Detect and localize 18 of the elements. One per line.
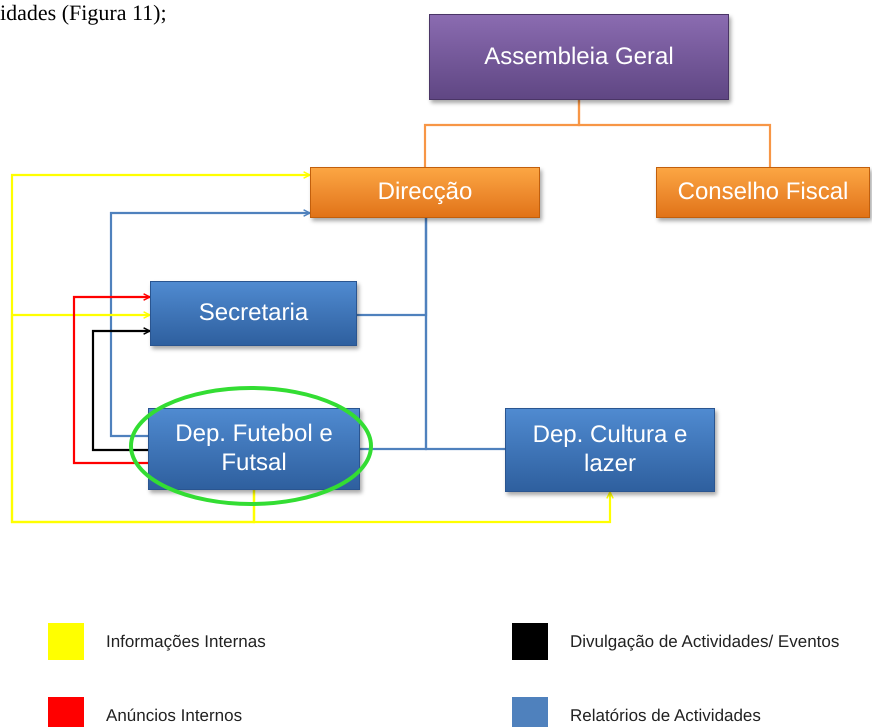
org-box: Conselho Fiscal: [656, 167, 870, 218]
arrow: [72, 293, 151, 464]
org-box: Assembleia Geral: [429, 14, 729, 100]
legend-text: Relatórios de Actividades: [570, 704, 761, 727]
caption-text: idades (Figura 11);: [0, 0, 167, 27]
org-box: Secretaria: [150, 281, 357, 346]
arrow: [10, 311, 256, 524]
legend-text: Divulgação de Actividades/ Eventos: [570, 630, 840, 653]
connector-line: [578, 100, 772, 167]
arrow: [92, 327, 151, 452]
org-box: Direcção: [310, 167, 540, 218]
arrow: [252, 490, 614, 524]
legend-text: Anúncios Internos: [106, 704, 242, 727]
connector-line: [424, 218, 505, 450]
legend-text: Informações Internas: [106, 630, 266, 653]
arrow: [110, 209, 311, 438]
org-box: Dep. Futebol e Futsal: [148, 408, 360, 490]
org-box: Dep. Cultura e lazer: [505, 408, 715, 492]
